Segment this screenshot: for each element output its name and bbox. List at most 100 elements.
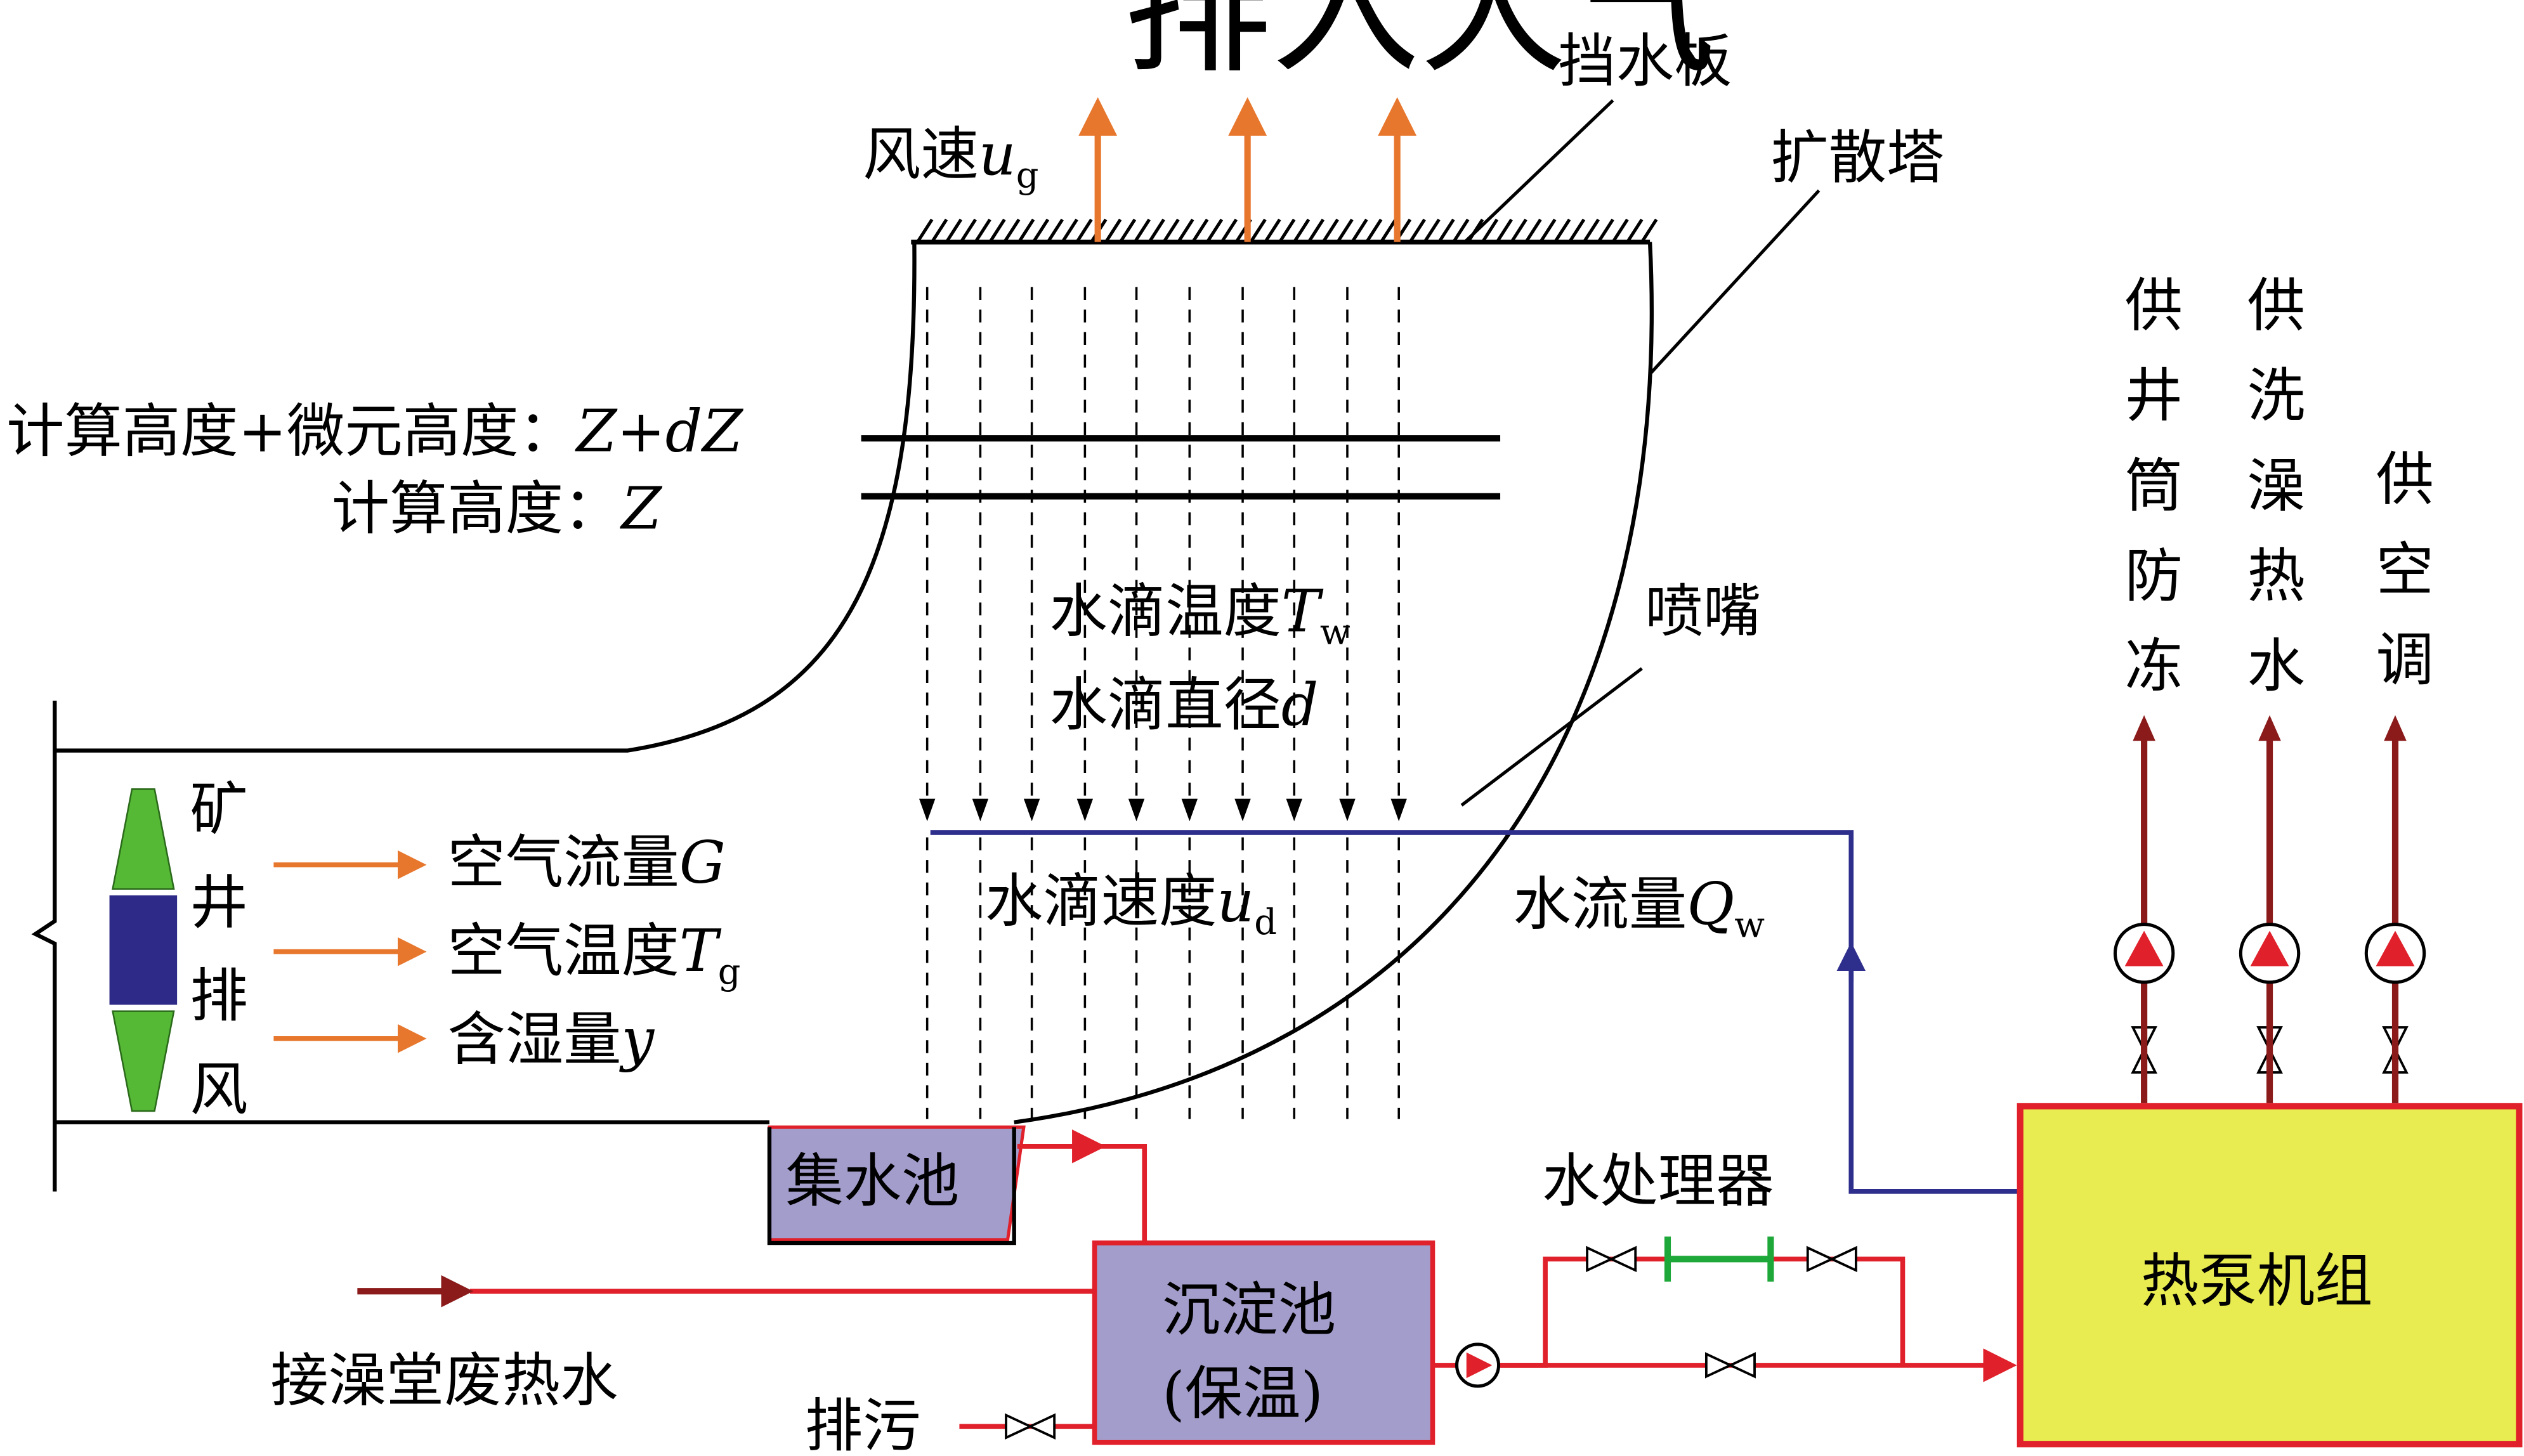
droplet-arrows [919,798,1407,822]
hatch-mark-1 [931,218,948,244]
hatch-mark-13 [1104,218,1122,244]
supply-pump-triangle-0 [2124,930,2164,966]
hatch-mark-4 [974,218,991,244]
mine-exhaust-char-4: 风 [190,1055,247,1123]
mine-exhaust-char-3: 排 [190,962,247,1030]
tower-outline [31,242,1654,1192]
hatch-mark-26 [1293,218,1311,244]
mine-exhaust-char-2: 井 [190,869,247,937]
droplet-paths [925,287,1400,1119]
label-bathhouse-water: 接澡堂废热水 [270,1347,618,1415]
hatch-mark-45 [1568,218,1586,244]
hatch-mark-41 [1510,218,1527,244]
hatch-mark-19 [1191,218,1209,244]
hatch-mark-48 [1611,218,1629,244]
label-water-flow: 水流量Qw [1513,871,1765,946]
hatch-mark-23 [1249,218,1267,244]
hatch-mark-6 [1003,218,1021,244]
valve-treatment-right [1806,1245,1857,1273]
tower-right-wall [1014,242,1654,1124]
red-pipes [469,1129,2017,1429]
hatch-mark-44 [1553,218,1571,244]
droplet-arrowhead-9 [1390,798,1407,822]
hatch-mark-47 [1597,218,1614,244]
tower-labels: 排入大气 挡水板 扩散塔 风速ug 计算高度+微元高度：Z+dZ 计算高度：Z … [6,0,1944,946]
droplet-arrowhead-2 [1023,798,1040,822]
fan-blade-bottom [112,1010,175,1112]
hatch-mark-5 [988,218,1006,244]
water-system-labels: 集水池 沉淀池 (保温) 水处理器 接澡堂废热水 排污 热泵机组 [270,1147,2372,1456]
supply-arrowhead-2 [2384,715,2407,741]
hatch-mark-10 [1061,218,1078,244]
hatch-mark-14 [1119,218,1137,244]
label-droplet-speed: 水滴速度ud [985,868,1277,943]
hatch-mark-29 [1336,218,1354,244]
hatch-mark-15 [1133,218,1151,244]
leader-lines [1460,99,1821,807]
label-water-treatment: 水处理器 [1542,1147,1774,1215]
hatch-mark-8 [1032,218,1050,244]
hatch-mark-50 [1640,218,1658,244]
droplet-arrowhead-5 [1181,798,1198,822]
label-baffle: 挡水板 [1558,27,1732,95]
duct-top-wall [55,242,917,753]
hatch-mark-46 [1582,218,1600,244]
inlet-labels: 空气流量G 空气温度Tg 含湿量y [447,829,740,1074]
hatch-mark-49 [1626,218,1644,244]
leader-tower [1649,189,1821,375]
label-humidity: 含湿量y [447,1006,655,1074]
supply-arrowhead-1 [2258,715,2281,741]
fan-blade-top [112,788,175,890]
hatch-mark-7 [1017,218,1035,244]
label-diffusion-tower: 扩散塔 [1770,124,1944,192]
label-wind-speed: 风速ug [863,120,1038,196]
supply-shaft-char-1: 供 [2125,272,2183,340]
label-air-flow: 空气流量G [447,829,725,897]
supply-ac-char-2: 空 [2376,536,2434,604]
supply-shaft-char-3: 筒 [2125,452,2183,520]
hatch-mark-28 [1321,218,1339,244]
supply-shaft-char-4: 防 [2125,542,2183,610]
leader-baffle [1463,99,1614,244]
label-nozzle: 喷嘴 [1645,578,1761,646]
hatch-mark-30 [1350,218,1368,244]
label-calc-height-plus: 计算高度+微元高度：Z+dZ [6,398,743,465]
hatch-mark-40 [1495,218,1513,244]
hatch-mark-9 [1046,218,1064,244]
height-lines [861,435,1501,500]
hatch-mark-31 [1365,218,1383,244]
hatch-mark-27 [1307,218,1325,244]
hatch-mark-16 [1148,218,1165,244]
supply-labels: 供 井 筒 防 冻 供 洗 澡 热 水 供 空 调 [2125,272,2434,700]
valve-treatment-left [1586,1245,1637,1273]
hatch-mark-21 [1220,218,1238,244]
hatch-mark-17 [1162,218,1180,244]
label-heat-pump: 热泵机组 [2141,1247,2372,1315]
droplet-arrowhead-7 [1286,798,1302,822]
fan-body [109,895,178,1005]
hatch-mark-34 [1408,218,1426,244]
supply-ac-char-3: 调 [2376,626,2434,694]
droplet-arrowhead-1 [972,798,989,822]
label-settling-pool: 沉淀池 [1162,1276,1336,1344]
hatch-mark-24 [1264,218,1281,244]
droplet-arrowhead-6 [1234,798,1251,822]
valve-main-line [1704,1352,1756,1379]
mine-fan [109,788,178,1112]
supply-bath-char-5: 水 [2247,632,2305,700]
water-treatment-filter [1664,1236,1774,1282]
supply-shaft-char-5: 冻 [2125,632,2183,700]
exhaust-arrows [1078,97,1417,242]
droplet-arrowhead-4 [1128,798,1145,822]
mine-exhaust-char-1: 矿 [190,776,247,843]
droplet-arrowhead-8 [1339,798,1356,822]
supply-bath-char-4: 热 [2247,542,2305,610]
hatch-mark-11 [1075,218,1093,244]
inlet-arrows [273,850,427,1053]
mine-exhaust-label: 矿 井 排 风 [190,776,247,1124]
label-settling-pool-insulated: (保温) [1162,1360,1323,1427]
supply-shaft-char-2: 井 [2125,362,2183,430]
hatch-mark-37 [1452,218,1470,244]
label-sewage: 排污 [805,1392,921,1456]
hatch-mark-25 [1278,218,1296,244]
